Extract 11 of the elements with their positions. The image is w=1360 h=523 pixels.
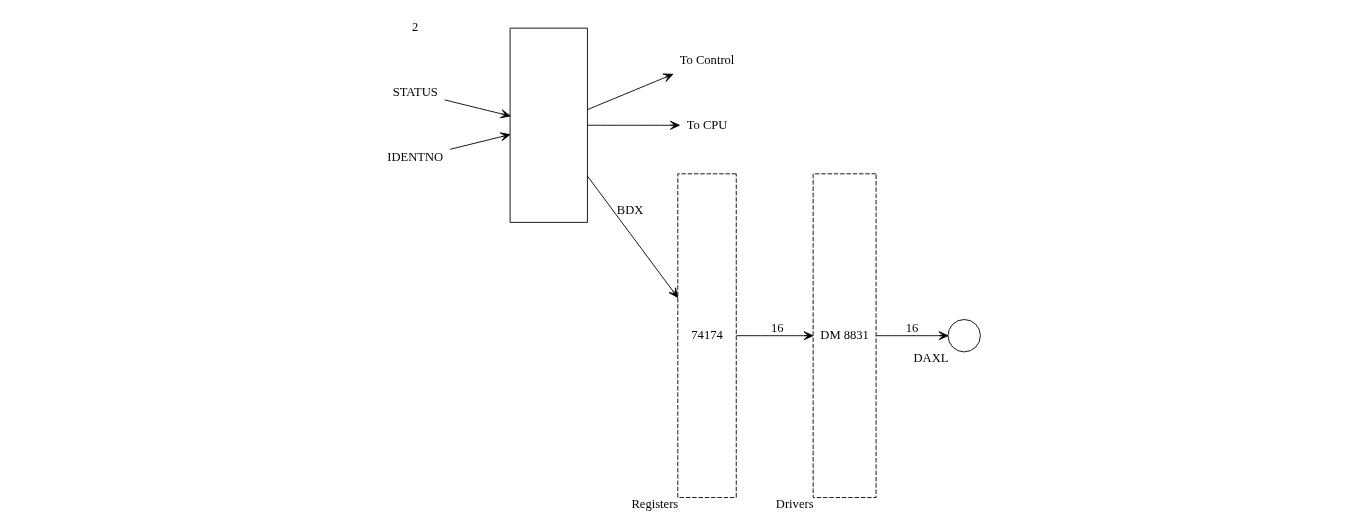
node-text: To Control bbox=[679, 52, 734, 67]
node-label: DAXL bbox=[912, 350, 948, 365]
label: 2 bbox=[411, 20, 418, 35]
node-text: IDENTNO bbox=[386, 149, 443, 164]
node-label: Registers bbox=[630, 496, 678, 511]
node-text: To CPU bbox=[686, 117, 727, 132]
edge-label: 16 bbox=[770, 321, 783, 336]
edge-label: BDX bbox=[616, 202, 643, 217]
edge-label: 16 bbox=[905, 321, 918, 336]
node-label: Drivers bbox=[775, 496, 814, 511]
node-text: STATUS bbox=[392, 85, 438, 100]
